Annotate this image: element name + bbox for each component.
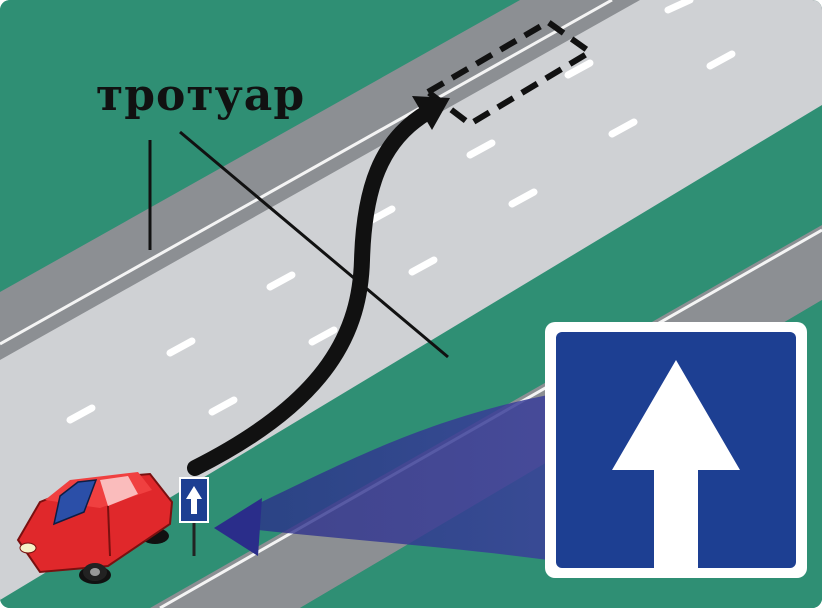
turn-path-arrowhead [412, 96, 450, 130]
sign-pointer-arrowhead [214, 498, 262, 556]
road-leader-line [179, 130, 449, 359]
sidewalk-label: тротуар [96, 70, 306, 121]
target-position-box [422, 18, 596, 128]
small-one-way-sign [179, 477, 209, 523]
straight-arrow-up-icon [186, 486, 202, 514]
lane-markings [66, 0, 736, 424]
car [16, 472, 174, 584]
road-edge-line [0, 0, 613, 346]
one-way-road-sign [545, 322, 807, 578]
sign-pointer-beam [255, 395, 548, 560]
straight-arrow-up-icon [612, 360, 740, 568]
turn-path-arrow [187, 104, 436, 476]
